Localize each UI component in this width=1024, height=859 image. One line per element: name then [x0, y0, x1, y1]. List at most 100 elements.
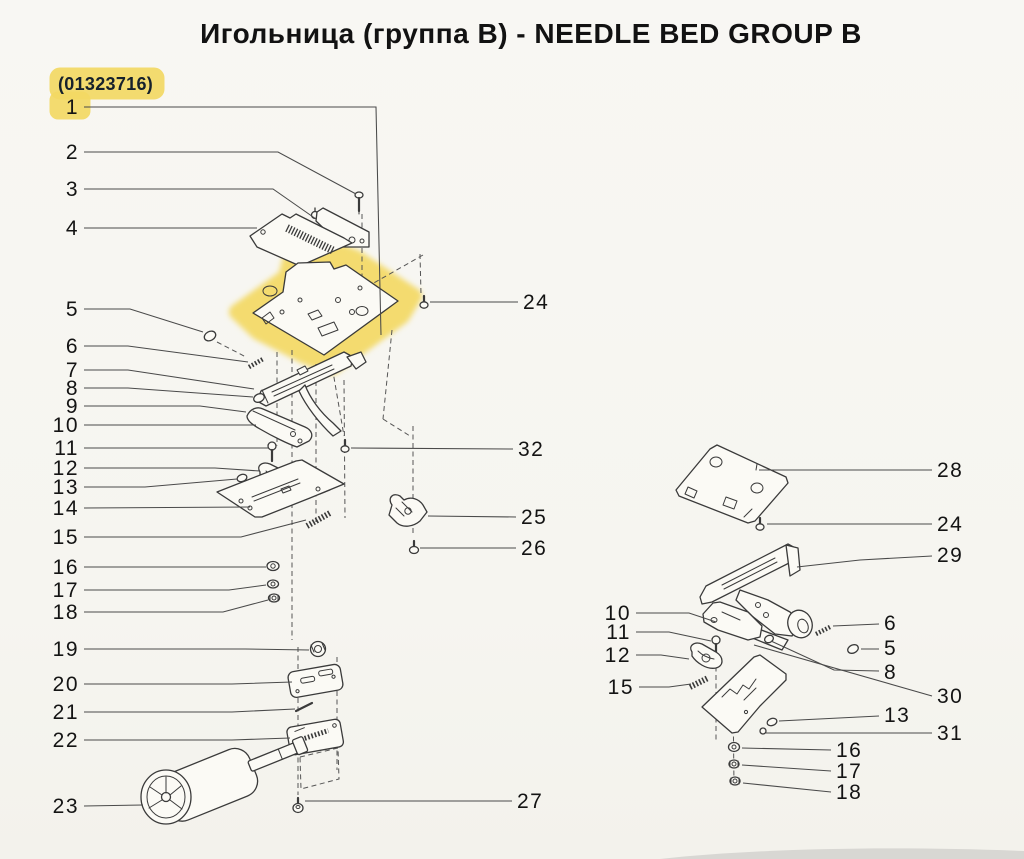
spring-15-drawing: [305, 510, 332, 529]
leader-line: [84, 151, 357, 195]
bracket-25-drawing: [388, 494, 428, 527]
callout-label: 12: [605, 644, 631, 667]
leader-line: [84, 478, 238, 488]
callout-25: 25: [427, 506, 546, 529]
callout-label: 10: [53, 414, 79, 437]
callout-label: 7: [66, 359, 79, 382]
leader-line: [84, 345, 249, 363]
screw-32-drawing: [340, 438, 350, 453]
callout-label: 5: [884, 637, 897, 660]
callout-14: 14: [53, 497, 251, 520]
callout-30: 30: [753, 644, 963, 708]
leader-line: [639, 683, 692, 688]
callout-label: 8: [66, 377, 79, 400]
callout-4: 4: [66, 217, 257, 240]
leader-line: [753, 644, 933, 697]
callout-5: 5: [861, 637, 897, 660]
callout-label: 8: [884, 661, 897, 684]
stud-11-drawing: [267, 441, 277, 463]
callout-label: 14: [53, 497, 79, 520]
callout-label: 29: [937, 544, 963, 567]
callout-10: 10: [605, 602, 717, 625]
leader-line: [84, 405, 247, 413]
callout-label: 28: [937, 459, 963, 482]
callout-label: 16: [53, 556, 79, 579]
right-assembly: [675, 444, 859, 786]
leader-line: [778, 715, 880, 722]
leader-line: [84, 584, 267, 591]
callout-12: 12: [53, 457, 261, 480]
callout-label: 17: [836, 760, 862, 783]
callout-6: 6: [832, 612, 896, 635]
callout-label: 11: [54, 437, 79, 460]
base-plate-14-drawing: [216, 459, 345, 518]
callout-label: 15: [608, 676, 634, 699]
callout-13: 13: [53, 476, 238, 499]
callout-label: 22: [53, 729, 79, 752]
callout-8: 8: [66, 377, 254, 400]
callout-8: 8: [770, 640, 897, 684]
callout-32: 32: [350, 438, 544, 461]
washer-16-drawing: [266, 560, 280, 572]
screw-27-drawing: [292, 796, 304, 814]
callout-label: 20: [53, 673, 79, 696]
callout-label: 32: [518, 438, 544, 461]
nut-18-drawing: [267, 593, 281, 603]
pin-6-drawing: [247, 357, 265, 369]
callout-17: 17: [741, 760, 862, 783]
callout-label: 12: [53, 457, 79, 480]
callout-18: 18: [742, 781, 861, 804]
callout-16: 16: [741, 739, 861, 762]
callout-label: 13: [53, 476, 79, 499]
callout-label: 3: [66, 178, 79, 201]
leader-line: [84, 467, 261, 472]
plate-28-drawing: [675, 444, 789, 524]
callout-10: 10: [53, 414, 256, 437]
leader-line: [84, 599, 269, 613]
callout-3: 3: [66, 178, 317, 220]
callout-label: 18: [53, 601, 79, 624]
washer-17-right-drawing: [728, 759, 740, 769]
screw-24-right-drawing: [755, 516, 765, 531]
main-assembly: [140, 191, 429, 825]
needle-plate-1-drawing: [252, 261, 399, 356]
oval-13-right-drawing: [766, 717, 778, 727]
leader-line: [84, 369, 255, 390]
leader-line: [427, 515, 517, 518]
callout-18: 18: [53, 599, 269, 624]
callout-label: 30: [937, 685, 963, 708]
callout-24: 24: [430, 291, 548, 314]
callout-17: 17: [53, 579, 267, 602]
leader-line: [84, 708, 296, 713]
leader-line: [636, 654, 690, 660]
plate-20-drawing: [287, 663, 344, 699]
callout-16: 16: [53, 556, 266, 579]
callout-label: 17: [53, 579, 79, 602]
callout-13: 13: [778, 704, 909, 727]
leader-line: [84, 519, 307, 538]
leader-line: [83, 804, 144, 807]
screw-2-drawing: [354, 191, 364, 215]
bracket-9-10-drawing: [246, 407, 313, 448]
part-number-highlight: [49, 67, 165, 100]
carriage-7-drawing: [256, 351, 367, 437]
screw-26-drawing: [408, 539, 420, 555]
callout-6: 6: [66, 335, 249, 363]
callout-label: 9: [66, 395, 79, 418]
callout-label: 11: [606, 621, 631, 644]
callout-label: 5: [66, 298, 79, 321]
callout-31: 31: [766, 722, 962, 745]
callout-22: 22: [53, 729, 291, 752]
callout-15: 15: [608, 676, 692, 699]
callout-23: 23: [53, 795, 144, 818]
carriage-29-drawing: [699, 543, 813, 651]
callout-12: 12: [605, 644, 690, 667]
cam-12-right-drawing: [690, 642, 723, 669]
callout-label: 15: [53, 526, 79, 549]
callout-label: 21: [53, 701, 79, 724]
part-number-highlight-tab: [49, 91, 91, 120]
leader-line: [636, 631, 712, 642]
callout-label: 1: [66, 96, 79, 119]
